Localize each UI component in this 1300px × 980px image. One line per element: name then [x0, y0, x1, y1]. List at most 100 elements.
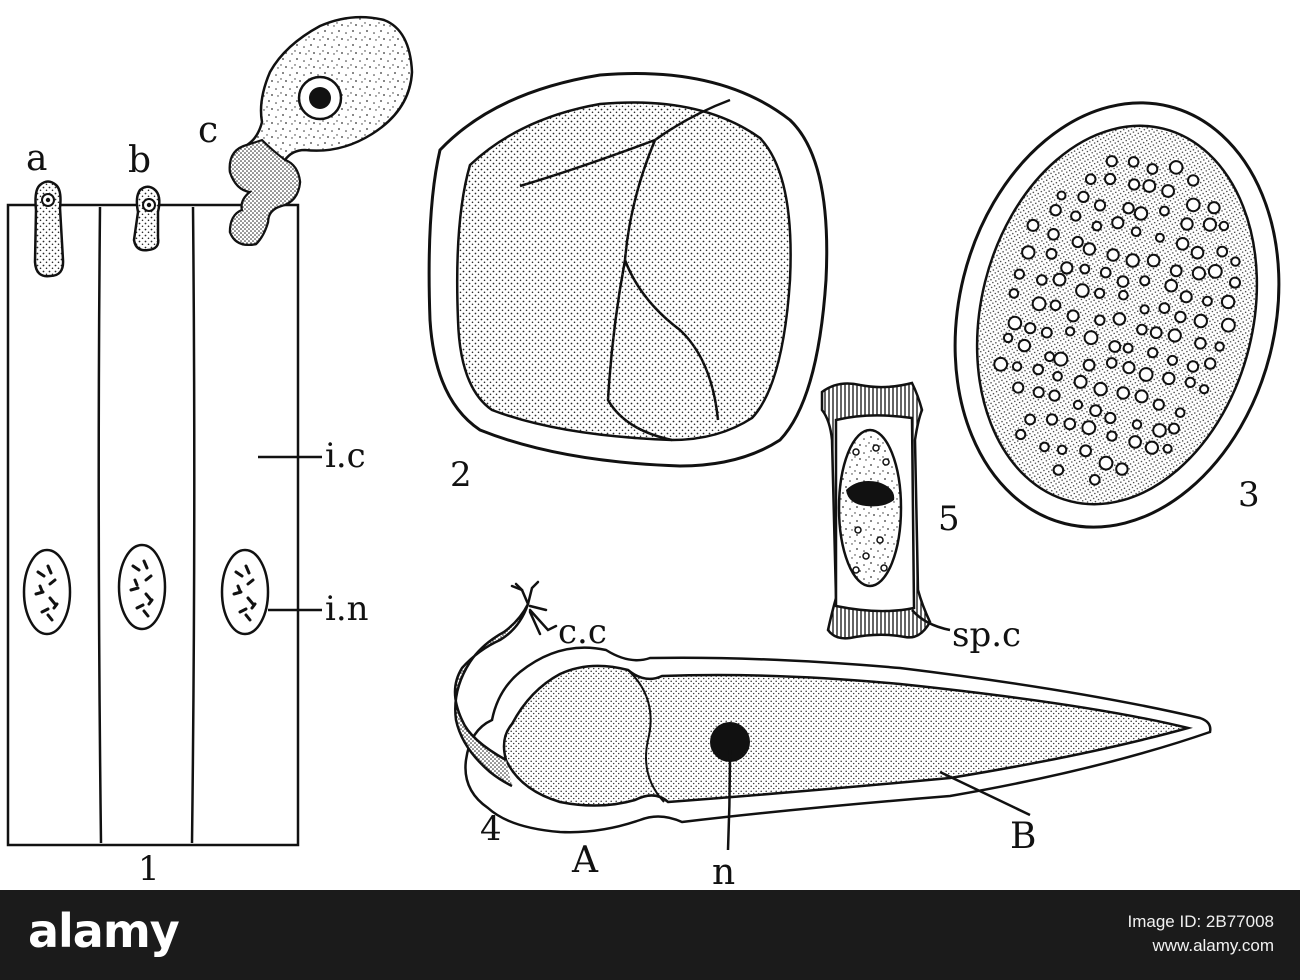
spore-ring: [1052, 371, 1063, 382]
spore-ring: [1134, 389, 1149, 404]
spore-ring: [1161, 184, 1175, 198]
parasite-stage-b: [132, 185, 161, 252]
spore-ring: [1204, 357, 1217, 370]
parasite-stage-c: [228, 15, 414, 246]
spore-ring: [1167, 328, 1182, 343]
spore-ring: [1116, 275, 1130, 288]
spore-ring: [1084, 173, 1097, 185]
spore-ring: [1136, 323, 1148, 336]
label-a: a: [26, 138, 47, 179]
spore-ring: [1007, 315, 1023, 331]
spore-ring: [1044, 351, 1055, 363]
spore-ring: [1012, 381, 1025, 394]
spore-ring: [1104, 172, 1117, 186]
cell-block-outline: [6, 203, 300, 847]
spore-ring: [1094, 287, 1106, 299]
spore-ring: [1045, 248, 1058, 260]
illustration-canvas: a b c 1 i.c i.n 2 3 5 sp.c c.c 4 A B n: [6, 15, 1281, 890]
spore-ring: [1026, 218, 1040, 232]
parasite-c-nucleolus: [309, 87, 331, 109]
spore-ring: [993, 356, 1009, 372]
stock-watermark-bar: alamy Image ID: 2B77008 www.alamy.com: [0, 890, 1300, 980]
spore-ring: [1024, 413, 1036, 426]
spore-ring: [1122, 361, 1136, 375]
spore-ring: [1108, 340, 1122, 353]
label-figure-5: 5: [938, 499, 960, 539]
spore-ring: [1106, 248, 1120, 262]
spore-ring: [1112, 312, 1127, 326]
spore-ring: [1187, 174, 1200, 187]
spore-ring: [1193, 313, 1209, 329]
figure-4-elongate-cell: [453, 580, 1212, 834]
spore-ring: [1162, 371, 1176, 386]
spore-ring: [1036, 274, 1048, 286]
image-id: Image ID: 2B77008: [1127, 912, 1274, 931]
spore-ring: [1047, 228, 1060, 241]
attachment-stalk: [453, 603, 530, 788]
cell-body: [502, 664, 1193, 807]
label-figure-1: 1: [138, 849, 160, 889]
label-ic: i.c: [325, 436, 366, 476]
spore-ring: [1060, 261, 1074, 275]
spore-ring: [1174, 310, 1187, 324]
spore-ring: [1167, 354, 1178, 366]
label-B: B: [1010, 816, 1036, 857]
spore-ring: [1216, 245, 1229, 258]
spore-ring: [1127, 156, 1140, 168]
spore-ring: [1191, 266, 1207, 281]
spore-ring: [1164, 278, 1178, 293]
spore-ring: [1056, 444, 1068, 455]
label-figure-3: 3: [1238, 475, 1260, 515]
spore-rings: [993, 155, 1241, 486]
spore-ring: [1052, 272, 1067, 287]
spore-ring: [1013, 268, 1026, 280]
spore-ring: [1093, 199, 1107, 212]
spore-ring: [1049, 204, 1062, 217]
spore-ring: [1207, 201, 1221, 215]
spore-ring: [1159, 205, 1170, 217]
spore-ring: [1105, 155, 1118, 168]
spore-ring: [1065, 326, 1076, 337]
spore-ring: [1142, 179, 1157, 193]
label-figure-4: 4: [480, 809, 502, 849]
label-b: b: [128, 140, 151, 181]
spore-ring: [1079, 444, 1092, 458]
spore-ring: [1139, 304, 1150, 315]
spore-ring: [1081, 420, 1097, 436]
spore-ring: [1089, 474, 1101, 486]
cell-nucleus: [710, 722, 750, 762]
label-in: i.n: [325, 589, 369, 629]
spore-ring: [1093, 381, 1108, 397]
spore-nucleus: [846, 481, 895, 507]
spore-ring: [1039, 441, 1050, 453]
spore-ring: [1083, 330, 1099, 346]
spore-ring: [1111, 216, 1125, 230]
alamy-logo: alamy: [28, 904, 180, 958]
cell-nucleus-3: [220, 548, 270, 636]
spore-ring: [1168, 422, 1180, 435]
spore-ring: [1194, 337, 1207, 350]
cytoplasmic-processes: [510, 580, 558, 636]
spore-ring: [1045, 413, 1059, 426]
spore-ring: [1221, 317, 1236, 333]
spore-ring: [1066, 309, 1080, 323]
spore-ring: [1118, 289, 1129, 301]
spore-ring: [1186, 360, 1200, 373]
spore-ring: [1048, 389, 1061, 402]
spore-ring: [1017, 338, 1032, 353]
spore-ring: [1024, 322, 1037, 335]
spore-ring: [1082, 242, 1097, 256]
figure-1-intestinal-cells: [6, 15, 414, 847]
spore-ring: [1071, 235, 1084, 249]
spore-ring: [1070, 210, 1082, 222]
spore-ring: [1052, 464, 1065, 476]
spore-ring: [1147, 347, 1159, 359]
spore-ring: [1152, 398, 1165, 411]
spore-ring: [1053, 351, 1069, 367]
spore-ring: [1169, 264, 1183, 278]
cell-wall-right: [190, 206, 196, 844]
spore-ring: [1174, 407, 1186, 419]
spore-ring: [1011, 361, 1023, 372]
spore-ring: [1104, 411, 1117, 425]
label-n: n: [712, 852, 735, 890]
